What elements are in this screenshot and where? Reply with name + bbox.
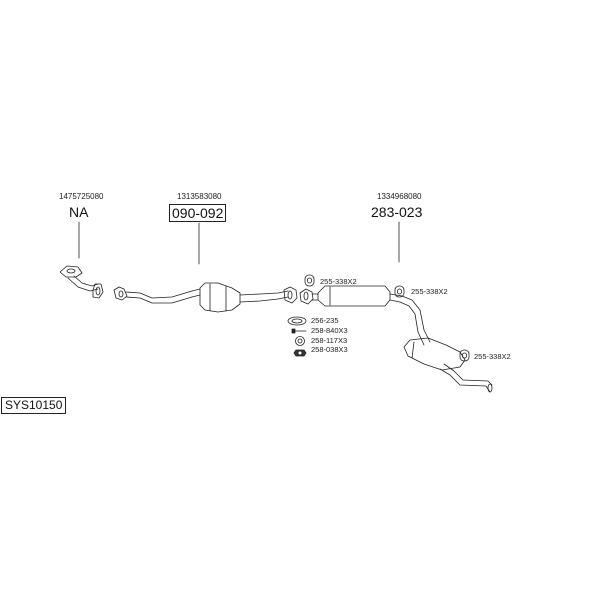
washer-icon (295, 336, 305, 346)
fitting-code-hanger[interactable]: 255-338X2 (474, 352, 511, 361)
oem-number-silencer: 1334968080 (377, 192, 422, 201)
gasket-ring-icon (287, 316, 307, 326)
part-number-catalytic[interactable]: 090-092 (169, 204, 227, 222)
catalytic-converter-part (113, 282, 298, 313)
fitting-code-gasket[interactable]: 256-235 (311, 316, 339, 325)
nut-icon (293, 349, 307, 357)
fitting-code-washer[interactable]: 258-117X3 (311, 336, 348, 345)
oem-number-na: 1475725080 (59, 192, 104, 201)
rubber-hanger-icon (394, 285, 405, 298)
oem-number-catalytic: 1313583080 (177, 192, 222, 201)
fitting-code-bolt[interactable]: 258-840X3 (311, 326, 348, 335)
bolt-icon (291, 328, 307, 334)
front-pipe-part (59, 265, 104, 299)
silencer-assembly-part (299, 285, 493, 393)
fitting-code-hanger[interactable]: 255-338X2 (411, 287, 448, 296)
rubber-hanger-icon (304, 274, 315, 287)
system-code-label: SYS10150 (1, 397, 67, 414)
rubber-hanger-icon (459, 349, 470, 362)
part-number-na[interactable]: NA (69, 204, 89, 220)
fitting-code-nut[interactable]: 258-038X3 (311, 345, 348, 354)
fitting-code-hanger[interactable]: 255-338X2 (320, 277, 357, 286)
part-number-silencer[interactable]: 283-023 (371, 204, 423, 220)
